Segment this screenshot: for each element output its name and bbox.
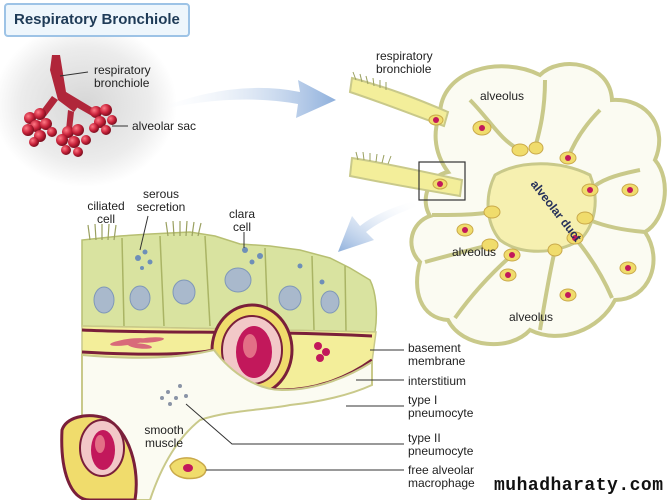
zoom-arrow-detail xyxy=(338,200,418,252)
label-line: respiratory xyxy=(94,63,151,77)
magnification-box xyxy=(418,161,466,201)
label-line: secretion xyxy=(136,200,186,214)
label-line: type I xyxy=(408,393,438,407)
label-line: respiratory xyxy=(376,49,433,63)
overview-bronchiole-label: respiratory bronchiole xyxy=(94,64,151,90)
label-line: pneumocyte xyxy=(408,406,474,420)
label-line: ciliated xyxy=(87,199,125,213)
interstitium-label: interstitium xyxy=(408,374,467,388)
label-line: smooth xyxy=(144,423,184,437)
alveolus-label-bottom: alveolus xyxy=(509,310,554,324)
label-line: type II xyxy=(408,431,441,445)
ciliated-cell-label: ciliated cell xyxy=(82,200,130,226)
alveolar-sac-clusters xyxy=(22,104,117,157)
clara-cell-label: clara cell xyxy=(222,208,262,234)
label-line: free alveolar xyxy=(408,463,475,477)
diagram-title: Respiratory Bronchiole xyxy=(4,3,190,37)
serous-secretion-label: serous secretion xyxy=(130,188,192,214)
label-line: basement xyxy=(408,341,461,355)
macrophage-label: free alveolar macrophage xyxy=(408,464,475,490)
epithelium-detail-illustration xyxy=(60,220,378,500)
type-i-pneumocyte-label: type I pneumocyte xyxy=(408,394,473,420)
label-line: cell xyxy=(232,220,251,234)
magnified-bronchiole-label: respiratory bronchiole xyxy=(376,50,433,76)
alveolus-label-mid: alveolus xyxy=(452,245,497,259)
basement-membrane-label: basement membrane xyxy=(408,342,465,368)
label-line: bronchiole xyxy=(376,62,432,76)
acinus-illustration xyxy=(348,62,667,347)
label-line: cell xyxy=(96,212,115,226)
label-line: pneumocyte xyxy=(408,444,474,458)
zoom-arrow-top xyxy=(150,80,336,118)
alveolus-label-top: alveolus xyxy=(480,89,525,103)
label-line: macrophage xyxy=(408,476,475,490)
label-line: clara xyxy=(228,207,255,221)
type-ii-pneumocyte-label: type II pneumocyte xyxy=(408,432,473,458)
alveolar-sac-label: alveolar sac xyxy=(132,119,197,133)
leader-lines xyxy=(139,215,404,471)
overview-bronchiole-illustration xyxy=(0,23,177,187)
label-line: serous xyxy=(142,187,180,201)
label-line: muscle xyxy=(144,436,183,450)
smooth-muscle-label: smooth muscle xyxy=(138,424,190,450)
label-line: bronchiole xyxy=(94,76,150,90)
site-watermark: muhadharaty.com xyxy=(494,476,664,496)
label-line: membrane xyxy=(408,354,466,368)
